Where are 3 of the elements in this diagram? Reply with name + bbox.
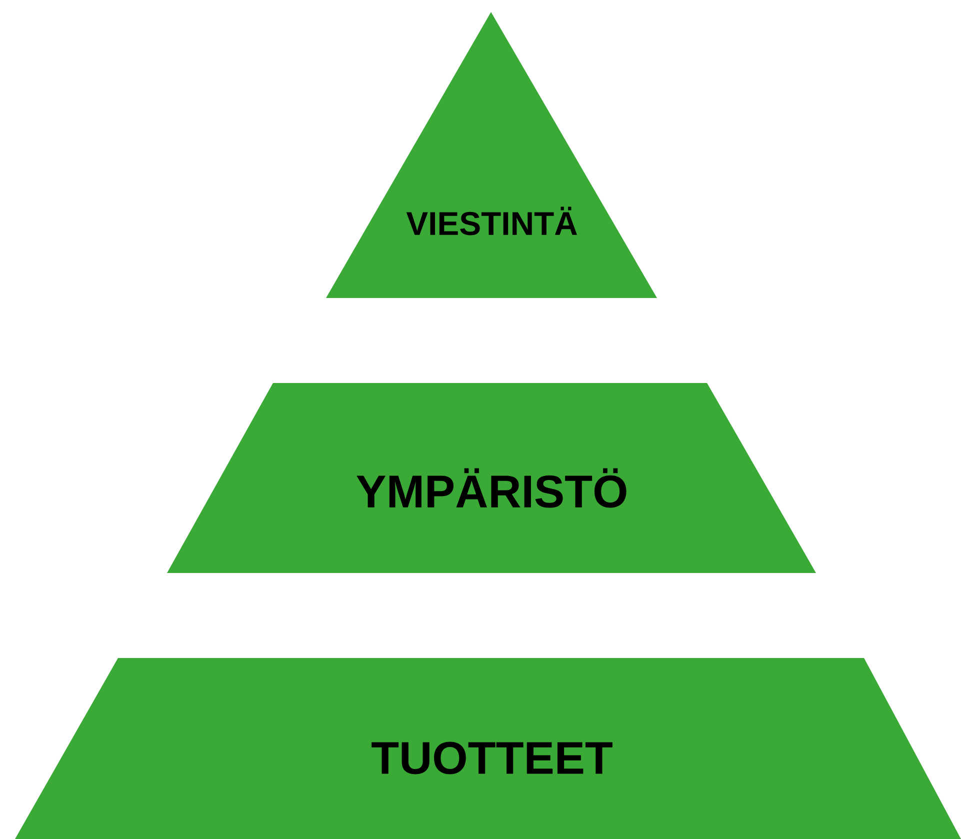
pyramid-layer-band: YMPÄRISTÖ xyxy=(167,382,816,573)
pyramid-top-triangle: VIESTINTÄ xyxy=(326,12,657,298)
pyramid-layer-band: TUOTTEET xyxy=(15,658,961,839)
